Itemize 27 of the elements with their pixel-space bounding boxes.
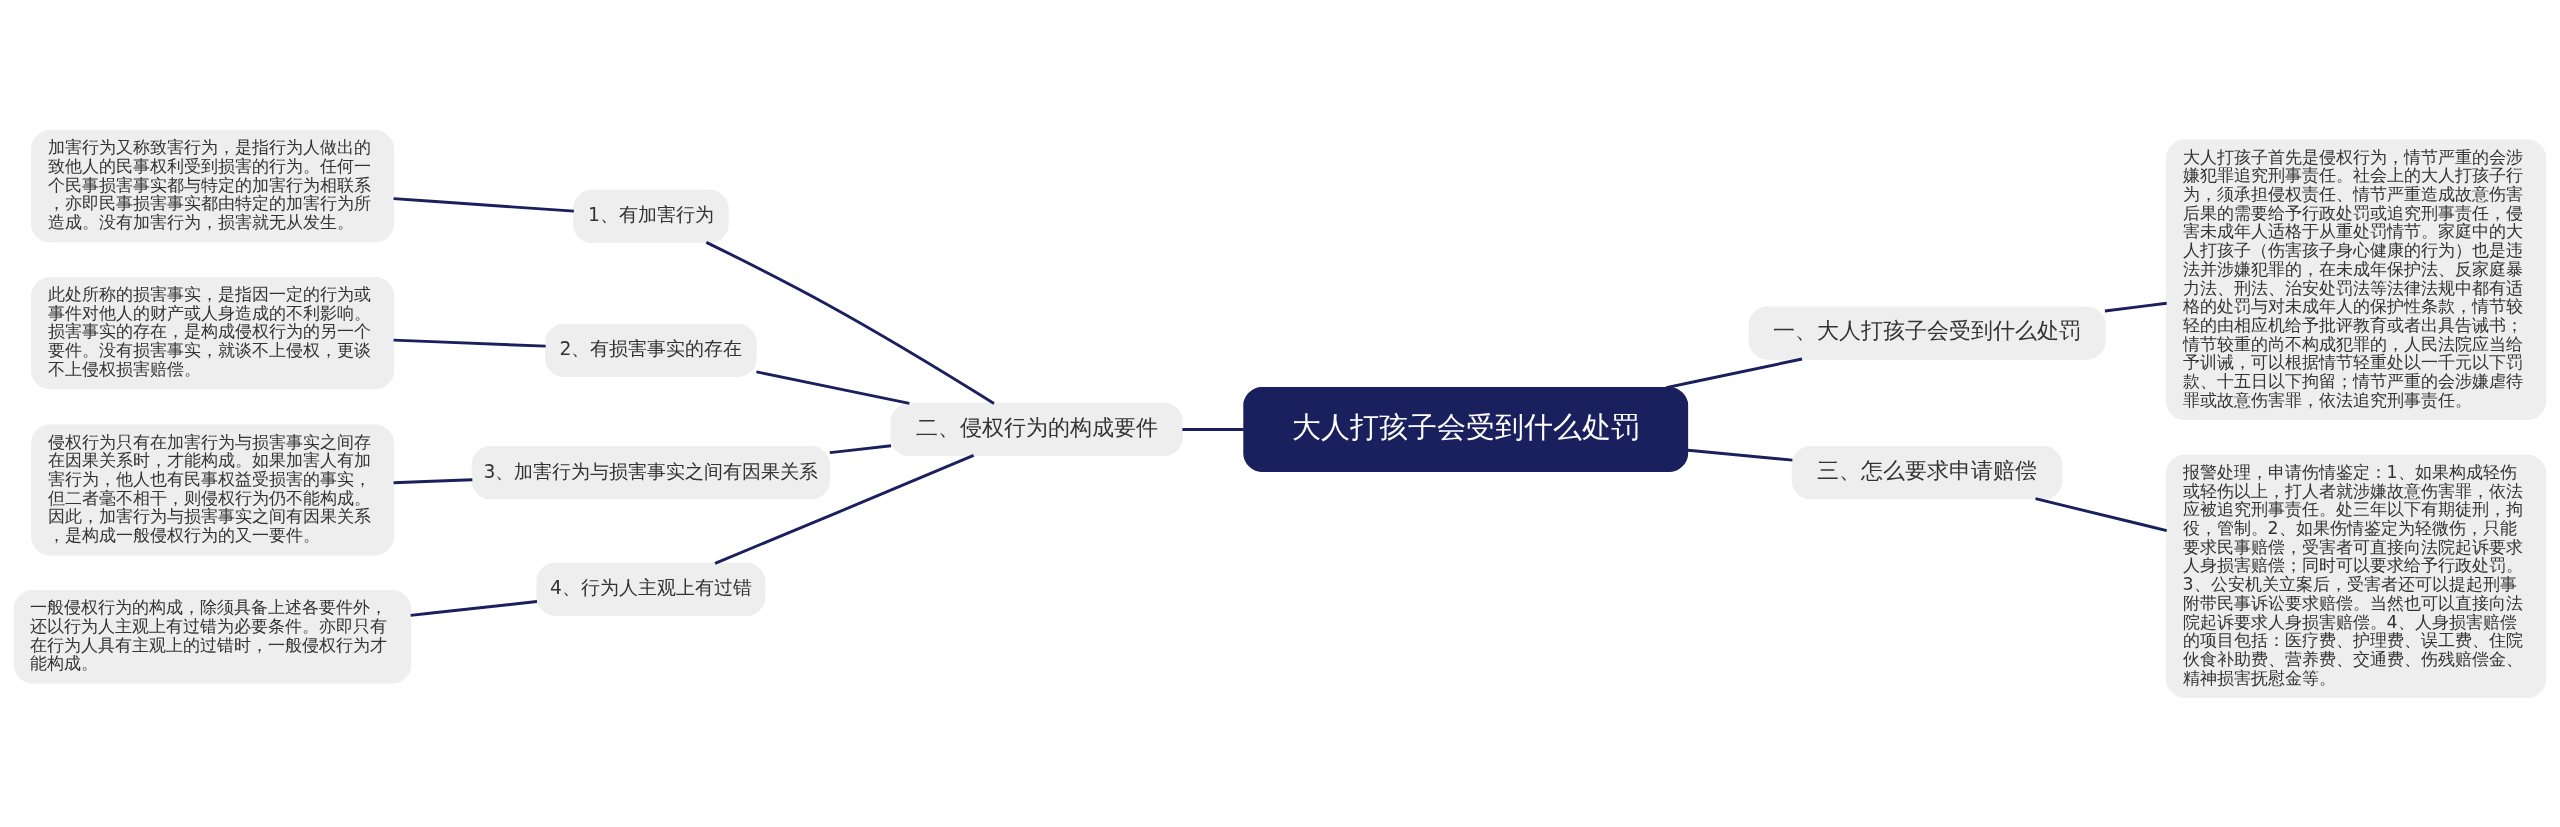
node-box: 二、侵权行为的构成要件: [890, 402, 1183, 456]
connector: [2035, 496, 2168, 532]
node-box: 报警处理，申请伤情鉴定：1、如果构成轻伤或轻伤以上，打人者就涉嫌故意伤害罪，依法应被追究刑事责任。处三年以下有期徒刑，拘役，管制。2、如果伤情鉴定为轻微伤，只能要求民事赔偿，受害者可直接向法院起诉要求人身损害赔偿；同时可以要求给予行政处罚。3、公安机关立案后，受害者还可以提起刑事附带民事诉讼要求赔偿。当然也可以直接向法院起诉要求人身损害赔偿。4、人身损害赔偿的项目包括：医疗费、护理费、误工费、住院伙食补助费、营养费、交通费、伤残赔偿金、精神损害抚慰金等。: [2166, 454, 2547, 698]
node-box: 大人打孩子首先是侵权行为，情节严重的会涉嫌犯罪追究刑事责任。社会上的大人打孩子行为，须承担侵权责任、情节严重造成故意伤害后果的需要给予行政处罚或追究刑事责任，侵害未成年人适格于从重处罚情节。家庭中的大人打孩子（伤害孩子身心健康的行为）也是违法并涉嫌犯罪的，在未成年保护法、反家庭暴力法、刑法、治安处罚法等法律法规中都有适格的处罚与对未成年人的保护性条款，情节较轻的由相应机给予批评教育或者出具告诫书；情节较重的尚不构成犯罪的，人民法院应当给予训诫，可以根据情节轻重处以一千元以下罚款、十五日以下拘留；情节严重的会涉嫌虐待罪或故意伤害罪，依法追究刑事责任。: [2166, 138, 2547, 420]
connector: [1665, 357, 1803, 389]
connector: [393, 477, 473, 484]
connector: [1182, 427, 1244, 431]
node-box: 加害行为又称致害行为，是指行为人做出的致他人的民事权利受到损害的行为。任何一个民事损害事实都与特定的加害行为相联系，亦即民事损害事实都由特定的加害行为所造成。没有加害行为，损害就无从发生。: [31, 129, 394, 242]
connector: [1687, 448, 1793, 462]
connector: [410, 599, 538, 617]
node-box: 侵权行为只有在加害行为与损害事实之间存在因果关系时，才能构成。如果加害人有加害行为，他人也有民事权益受损害的事实，但二者毫不相干，则侵权行为仍不能构成。因此，加害行为与损害事实之间有因果关系，是构成一般侵权行为的又一要件。: [31, 423, 394, 555]
node-box: 2、有损害事实的存在: [545, 323, 757, 377]
node-box: 3、加害行为与损害事实之间有因果关系: [471, 445, 831, 499]
node-box: 此处所称的损害事实，是指因一定的行为或事件对他人的财产或人身造成的不利影响。损害事实的存在，是构成侵权行为的另一个要件。没有损害事实，就谈不上侵权，更谈不上侵权损害赔偿。: [31, 276, 394, 389]
node-box: 1、有加害行为: [573, 189, 729, 243]
connector: [2104, 301, 2167, 312]
connector: [393, 196, 574, 213]
node-box: 一、大人打孩子会受到什么处罚: [1748, 305, 2106, 360]
node-box: 三、怎么要求申请赔偿: [1791, 445, 2063, 499]
node-box: 4、行为人主观上有过错: [536, 562, 766, 616]
connector: [756, 369, 910, 405]
node-box: 一般侵权行为的构成，除须具备上述各要件外，还以行为人主观上有过错为必要条件。亦即只有在行为人具有主观上的过错时，一般侵权行为才能构成。: [13, 589, 412, 684]
connector: [829, 443, 892, 454]
connector: [393, 338, 546, 348]
connector: [714, 453, 975, 565]
node-box: 大人打孩子会受到什么处罚: [1243, 386, 1689, 472]
connector: [705, 240, 995, 405]
